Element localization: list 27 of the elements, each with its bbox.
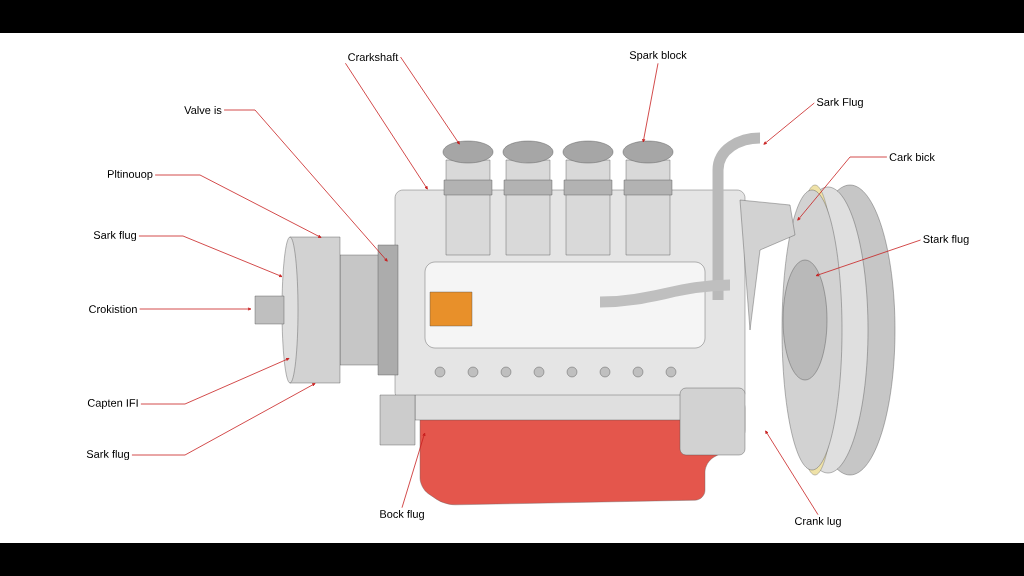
part-label: Crarkshaft [348,52,399,62]
part-label: Cark bick [889,152,935,162]
part-label: Sark flug [86,449,129,461]
part-label: Crokistion [89,304,137,314]
leader-line [765,430,819,516]
part-label: Sark Flug [817,97,863,109]
leader-line [138,235,283,277]
part-label: Capten IFI [87,399,138,409]
leader-line [139,307,252,311]
part-label: Valve is [184,105,222,115]
leader-line [401,432,426,509]
part-label: Stark flug [923,234,969,246]
leader-line [131,383,316,456]
leader-line [797,156,888,221]
part-label: Bock flug [380,509,424,521]
leader-line [400,56,460,145]
leader-line [763,102,815,145]
part-label: Spark block [629,50,687,62]
leader-line [154,174,322,238]
part-label: Sark flug [93,230,136,242]
leader-line [140,358,290,405]
leader-line [223,109,388,262]
part-label: Pltinouop [108,169,153,181]
leader-line [345,62,428,190]
part-label: Crank lug [795,516,841,528]
leader-line [642,62,659,143]
leader-line [815,239,921,277]
